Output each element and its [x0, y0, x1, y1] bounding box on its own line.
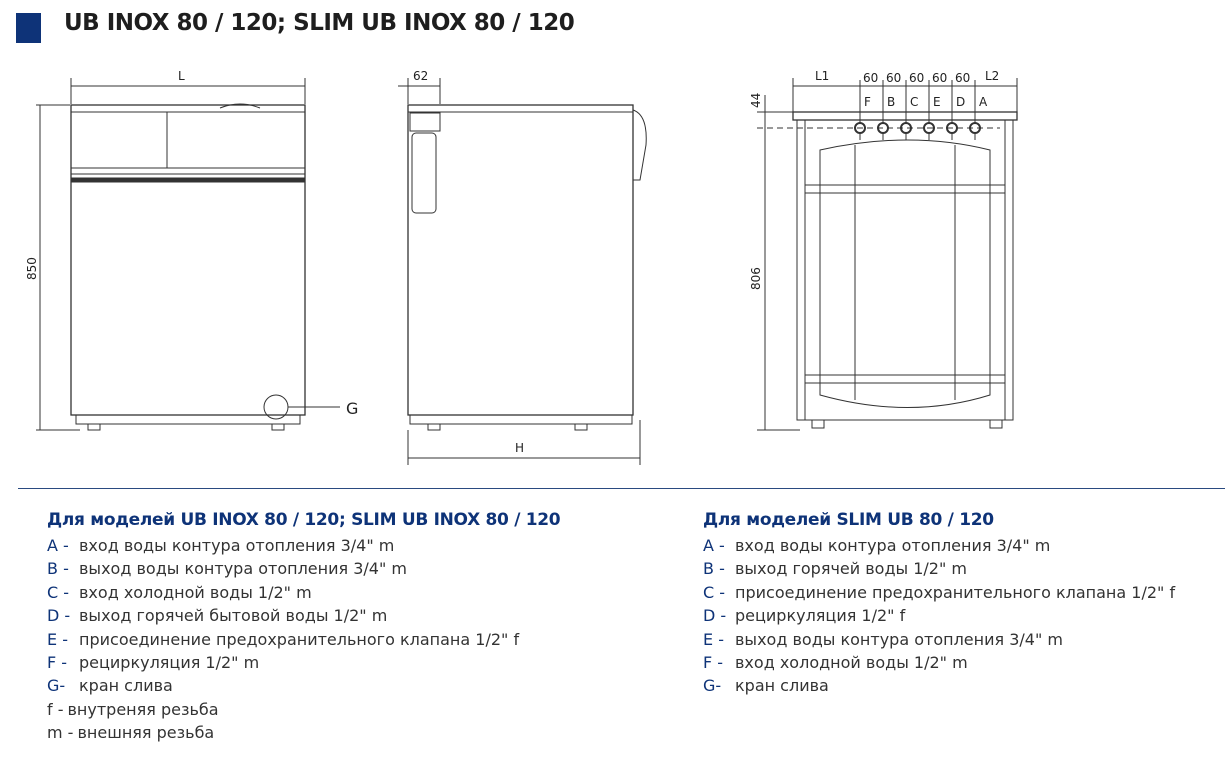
- offset-dimension-label: 62: [413, 69, 428, 83]
- legend-item: F - вход холодной воды 1/2" m: [703, 651, 1175, 674]
- legend-item: A - вход воды контура отопления 3/4" m: [703, 534, 1175, 557]
- rear-view-drawing: F 60B 60C 60E 60D 60A 44 806 L1 L2: [749, 69, 1018, 431]
- connection-label: A: [979, 95, 988, 109]
- legend-text: вход холодной воды 1/2" m: [735, 652, 968, 672]
- legend-item: G-кран слива: [703, 674, 1175, 697]
- legend-item: m -внешняя резьба: [47, 721, 560, 744]
- legend-key: B -: [47, 559, 69, 579]
- legend-text: присоединение предохранительного клапана…: [735, 582, 1176, 602]
- spacing-label: 60: [886, 71, 901, 85]
- legend-text: внешняя резьба: [77, 723, 215, 743]
- spacing-label: 60: [863, 71, 878, 85]
- legend-key: f -: [47, 699, 64, 719]
- legend-text: вход воды контура отопления 3/4" m: [735, 536, 1051, 555]
- legend-key: F -: [47, 652, 68, 672]
- legend-item: F - рециркуляция 1/2" m: [47, 651, 560, 674]
- connection-label: C: [910, 95, 918, 109]
- legend-item: D - рециркуляция 1/2" f: [703, 604, 1175, 627]
- legend-text: выход воды контура отопления 3/4" m: [79, 559, 407, 579]
- legend-text: выход горячей воды 1/2" m: [735, 559, 968, 579]
- legend-item: D - выход горячей бытовой воды 1/2" m: [47, 604, 560, 627]
- top-offset-label: 44: [749, 93, 763, 108]
- width-dimension-label: L: [178, 69, 185, 83]
- l1-label: L1: [815, 69, 829, 83]
- connection-label: D: [956, 95, 965, 109]
- depth-dimension-label: H: [515, 441, 524, 455]
- legend-text: внутреняя резьба: [67, 699, 219, 719]
- legend-key: C -: [703, 582, 726, 602]
- spacing-label: 60: [932, 71, 947, 85]
- l2-label: L2: [985, 69, 999, 83]
- legend-item: C - присоединение предохранительного клап…: [703, 581, 1175, 604]
- legend-text: присоединение предохранительного клапана…: [79, 629, 520, 649]
- legend-key: A -: [703, 536, 725, 555]
- drain-label: G: [346, 399, 358, 418]
- legend-text: кран слива: [79, 676, 173, 696]
- legend-right-heading: Для моделей SLIM UB 80 / 120: [703, 510, 994, 530]
- side-view-drawing: 62 H: [398, 69, 647, 465]
- height-dimension-label: 850: [25, 257, 39, 280]
- legend-key: G-: [47, 676, 66, 696]
- legend-text: кран слива: [735, 676, 829, 696]
- spacing-label: 60: [909, 71, 924, 85]
- connection-label: B: [887, 95, 895, 109]
- legend-key: E -: [47, 629, 68, 649]
- legend-text: рециркуляция 1/2" f: [735, 606, 906, 626]
- legend-key: B -: [703, 559, 725, 579]
- page-title: UB INOX 80 / 120; SLIM UB INOX 80 / 120: [64, 10, 575, 36]
- legend-text: выход воды контура отопления 3/4" m: [735, 629, 1063, 649]
- legend-left-heading: Для моделей UB INOX 80 / 120; SLIM UB IN…: [47, 510, 561, 530]
- legend-item: f -внутреняя резьба: [47, 698, 560, 721]
- legend-text: вход воды контура отопления 3/4" m: [79, 536, 395, 555]
- legend-item: C - вход холодной воды 1/2" m: [47, 581, 560, 604]
- legend-item: E - выход воды контура отопления 3/4" m: [703, 628, 1175, 651]
- rear-height-label: 806: [749, 267, 763, 290]
- legend-key: G-: [703, 676, 722, 696]
- legend-key: D -: [703, 606, 727, 626]
- legend-key: F -: [703, 652, 724, 672]
- connection-label: E: [933, 95, 941, 109]
- legend-key: E -: [703, 629, 724, 649]
- spacing-label: 60: [955, 71, 970, 85]
- legend-text: вход холодной воды 1/2" m: [79, 582, 312, 602]
- section-divider: [18, 488, 1225, 489]
- legend-item: G-кран слива: [47, 674, 560, 697]
- legend-key: A -: [47, 536, 69, 555]
- header-square-marker: [16, 13, 41, 43]
- legend-right: Для моделей SLIM UB 80 / 120 A - вход вод…: [703, 510, 1175, 698]
- legend-item: E - присоединение предохранительного клап…: [47, 628, 560, 651]
- legend-key: C -: [47, 582, 70, 602]
- legend-key: D -: [47, 606, 71, 626]
- legend-text: выход горячей бытовой воды 1/2" m: [79, 606, 388, 626]
- connection-label: F: [864, 95, 871, 109]
- front-view-drawing: L 850 G: [25, 69, 358, 431]
- legend-item: A - вход воды контура отопления 3/4" m: [47, 534, 560, 557]
- technical-drawings: L 850 G 62 H F 60B 60C 60E 60D 60A 44 806 L1 …: [25, 69, 1018, 465]
- legend-item: B - выход горячей воды 1/2" m: [703, 557, 1175, 580]
- legend-item: B - выход воды контура отопления 3/4" m: [47, 557, 560, 580]
- legend-left: Для моделей UB INOX 80 / 120; SLIM UB IN…: [47, 510, 561, 745]
- legend-key: m -: [47, 723, 74, 743]
- legend-text: рециркуляция 1/2" m: [79, 652, 260, 672]
